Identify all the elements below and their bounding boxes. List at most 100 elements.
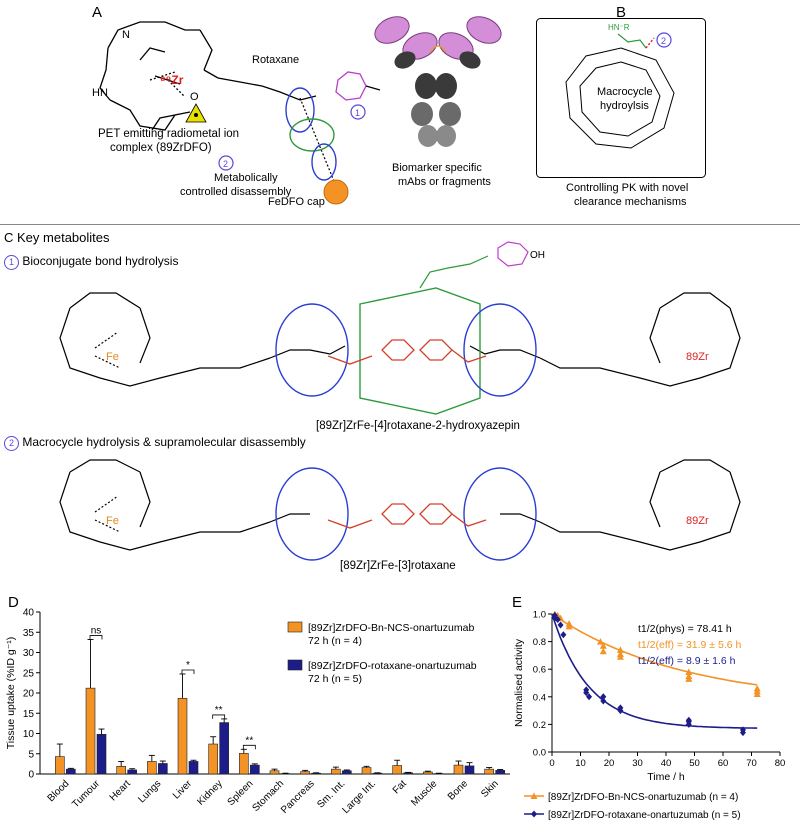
panel-c-label: C Key metabolites: [4, 230, 110, 245]
data-point: [557, 621, 564, 629]
metabolite-1-number: 1: [4, 255, 19, 270]
panel-b-caption-1: Controlling PK with novel: [566, 182, 689, 194]
metabolite-2-heading: 2 Macrocycle hydrolysis & supramolecular…: [4, 436, 306, 451]
y-tick-label: 20: [23, 689, 35, 700]
equation-phys: t1/2(phys) = 78.41 h: [638, 623, 732, 635]
macrocycle-label-2: hydroylsis: [600, 100, 649, 112]
data-point: [599, 647, 607, 655]
bar: [423, 771, 433, 775]
data-point: [616, 653, 624, 660]
x-tick-label: 0: [549, 758, 554, 769]
x-tick-label: 80: [775, 758, 786, 769]
bar: [464, 765, 475, 775]
significance-label: **: [215, 705, 223, 716]
bar: [311, 772, 321, 775]
metabolite-1-text: Bioconjugate bond hydrolysis: [22, 254, 179, 268]
fit-curve: [551, 613, 758, 686]
legend-swatch: [287, 659, 303, 671]
bar: [331, 768, 341, 775]
y-tick-label: 25: [23, 668, 35, 679]
macrocycle-label-1: Macrocycle: [597, 86, 653, 98]
data-point: [753, 690, 761, 698]
x-tick-label: 30: [632, 758, 643, 769]
y-tick-label: 10: [23, 729, 35, 740]
svg-text:2: 2: [223, 159, 228, 169]
x-tick-label: Heart: [108, 778, 133, 803]
panel-d-label: D: [8, 594, 19, 611]
bar: [484, 768, 494, 775]
svg-text:O: O: [190, 91, 199, 103]
equation-eff-2: t1/2(eff) = 8.9 ± 1.6 h: [638, 655, 736, 667]
x-tick-label: Muscle: [409, 778, 439, 808]
metabolic-label-1: Metabolically: [214, 172, 278, 184]
legend-marker: [531, 810, 537, 818]
panel-b-graphic: 2 HN⁻R: [536, 18, 706, 178]
y-tick-label: 35: [23, 628, 35, 639]
panel-c-letter: C: [4, 230, 14, 245]
biomarker-label-2: mAbs or fragments: [398, 176, 491, 188]
x-tick-label: Pancreas: [279, 778, 317, 816]
bar: [177, 697, 188, 775]
bar: [361, 767, 372, 775]
x-tick-label: 10: [575, 758, 586, 769]
y-tick-label: 5: [28, 749, 34, 760]
y-tick-label: 0: [28, 770, 34, 781]
zr-label: ⁸⁹Zr: [160, 73, 184, 87]
significance-bracket: [89, 635, 103, 640]
panel-a-label: A: [92, 4, 103, 21]
bar: [372, 772, 383, 775]
bar: [250, 764, 260, 775]
y-tick-label: 1.0: [533, 610, 546, 621]
metabolite-2-number: 2: [4, 436, 19, 451]
azepine-ring: [335, 71, 367, 101]
bar: [392, 765, 402, 775]
svg-text:HN⁻R: HN⁻R: [608, 23, 630, 32]
metabolite-1-structure: Fe 89Zr OH: [59, 241, 741, 415]
data-point: [560, 631, 567, 639]
data-point: [599, 642, 607, 649]
legend-marker: [530, 792, 538, 799]
data-point: [685, 720, 692, 728]
bar: [66, 768, 76, 775]
bar: [495, 770, 505, 775]
y-tick-label: 0.6: [533, 665, 546, 676]
y-axis-label: Normalised activity: [513, 638, 525, 727]
y-tick-label: 30: [23, 648, 35, 659]
x-tick-label: 70: [746, 758, 757, 769]
x-tick-label: Fat: [391, 778, 409, 796]
svg-text:89Zr: 89Zr: [686, 515, 709, 527]
bar: [85, 687, 96, 775]
significance-bracket: [181, 669, 195, 674]
x-tick-label: Large Int.: [340, 778, 378, 816]
fit-curve: [551, 613, 758, 729]
y-axis-label: Tissue uptake (%ID g⁻¹): [5, 637, 17, 750]
svg-text:2: 2: [661, 36, 666, 46]
bar: [239, 753, 249, 775]
x-tick-label: Bone: [446, 778, 471, 803]
metabolite-2-text: Macrocycle hydrolysis & supramolecular d…: [22, 435, 306, 449]
x-tick-label: 50: [689, 758, 700, 769]
metabolite-2-structure: Fe 89Zr: [59, 459, 741, 561]
significance-bracket: [242, 744, 256, 750]
bar: [96, 734, 107, 775]
panel-b-caption-2: clearance mechanisms: [574, 196, 687, 208]
svg-text:N: N: [122, 29, 130, 41]
svg-text:1: 1: [355, 108, 360, 118]
bar: [55, 756, 65, 775]
data-point: [554, 616, 561, 624]
antibody-graphic: [374, 16, 502, 147]
bar: [300, 771, 310, 775]
x-tick-label: Spleen: [226, 778, 256, 808]
panel-a-graphic: ⁸⁹Zr HN N O 1 2: [92, 16, 502, 205]
significance-label: ns: [91, 626, 102, 637]
bar: [127, 769, 137, 775]
compound-1-label: [89Zr]ZrFe-[4]rotaxane-2-hydroxyazepin: [316, 420, 520, 432]
x-tick-label: Blood: [46, 778, 72, 804]
panel-c-title: Key metabolites: [17, 230, 110, 245]
data-point: [617, 707, 624, 715]
bar: [342, 770, 352, 775]
data-point: [685, 668, 693, 675]
svg-text:Fe: Fe: [106, 351, 119, 363]
